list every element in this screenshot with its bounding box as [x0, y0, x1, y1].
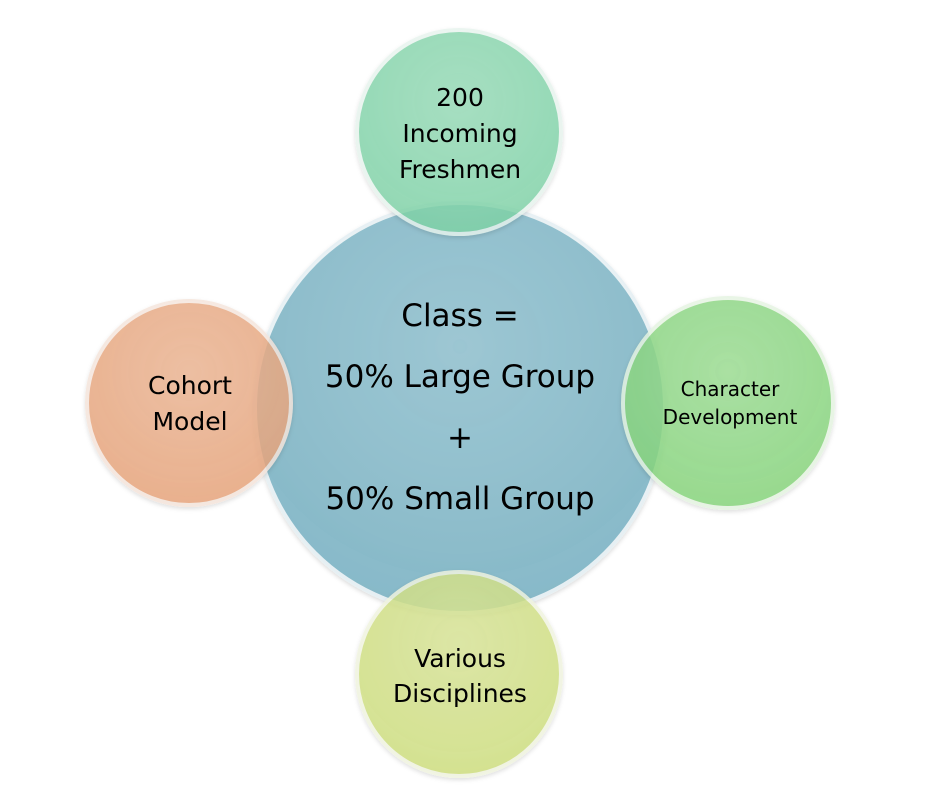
bottom-circle: [355, 570, 563, 778]
left-circle: [85, 299, 293, 507]
center-circle: [253, 201, 667, 615]
top-circle: [355, 28, 563, 236]
right-circle: [621, 296, 835, 510]
